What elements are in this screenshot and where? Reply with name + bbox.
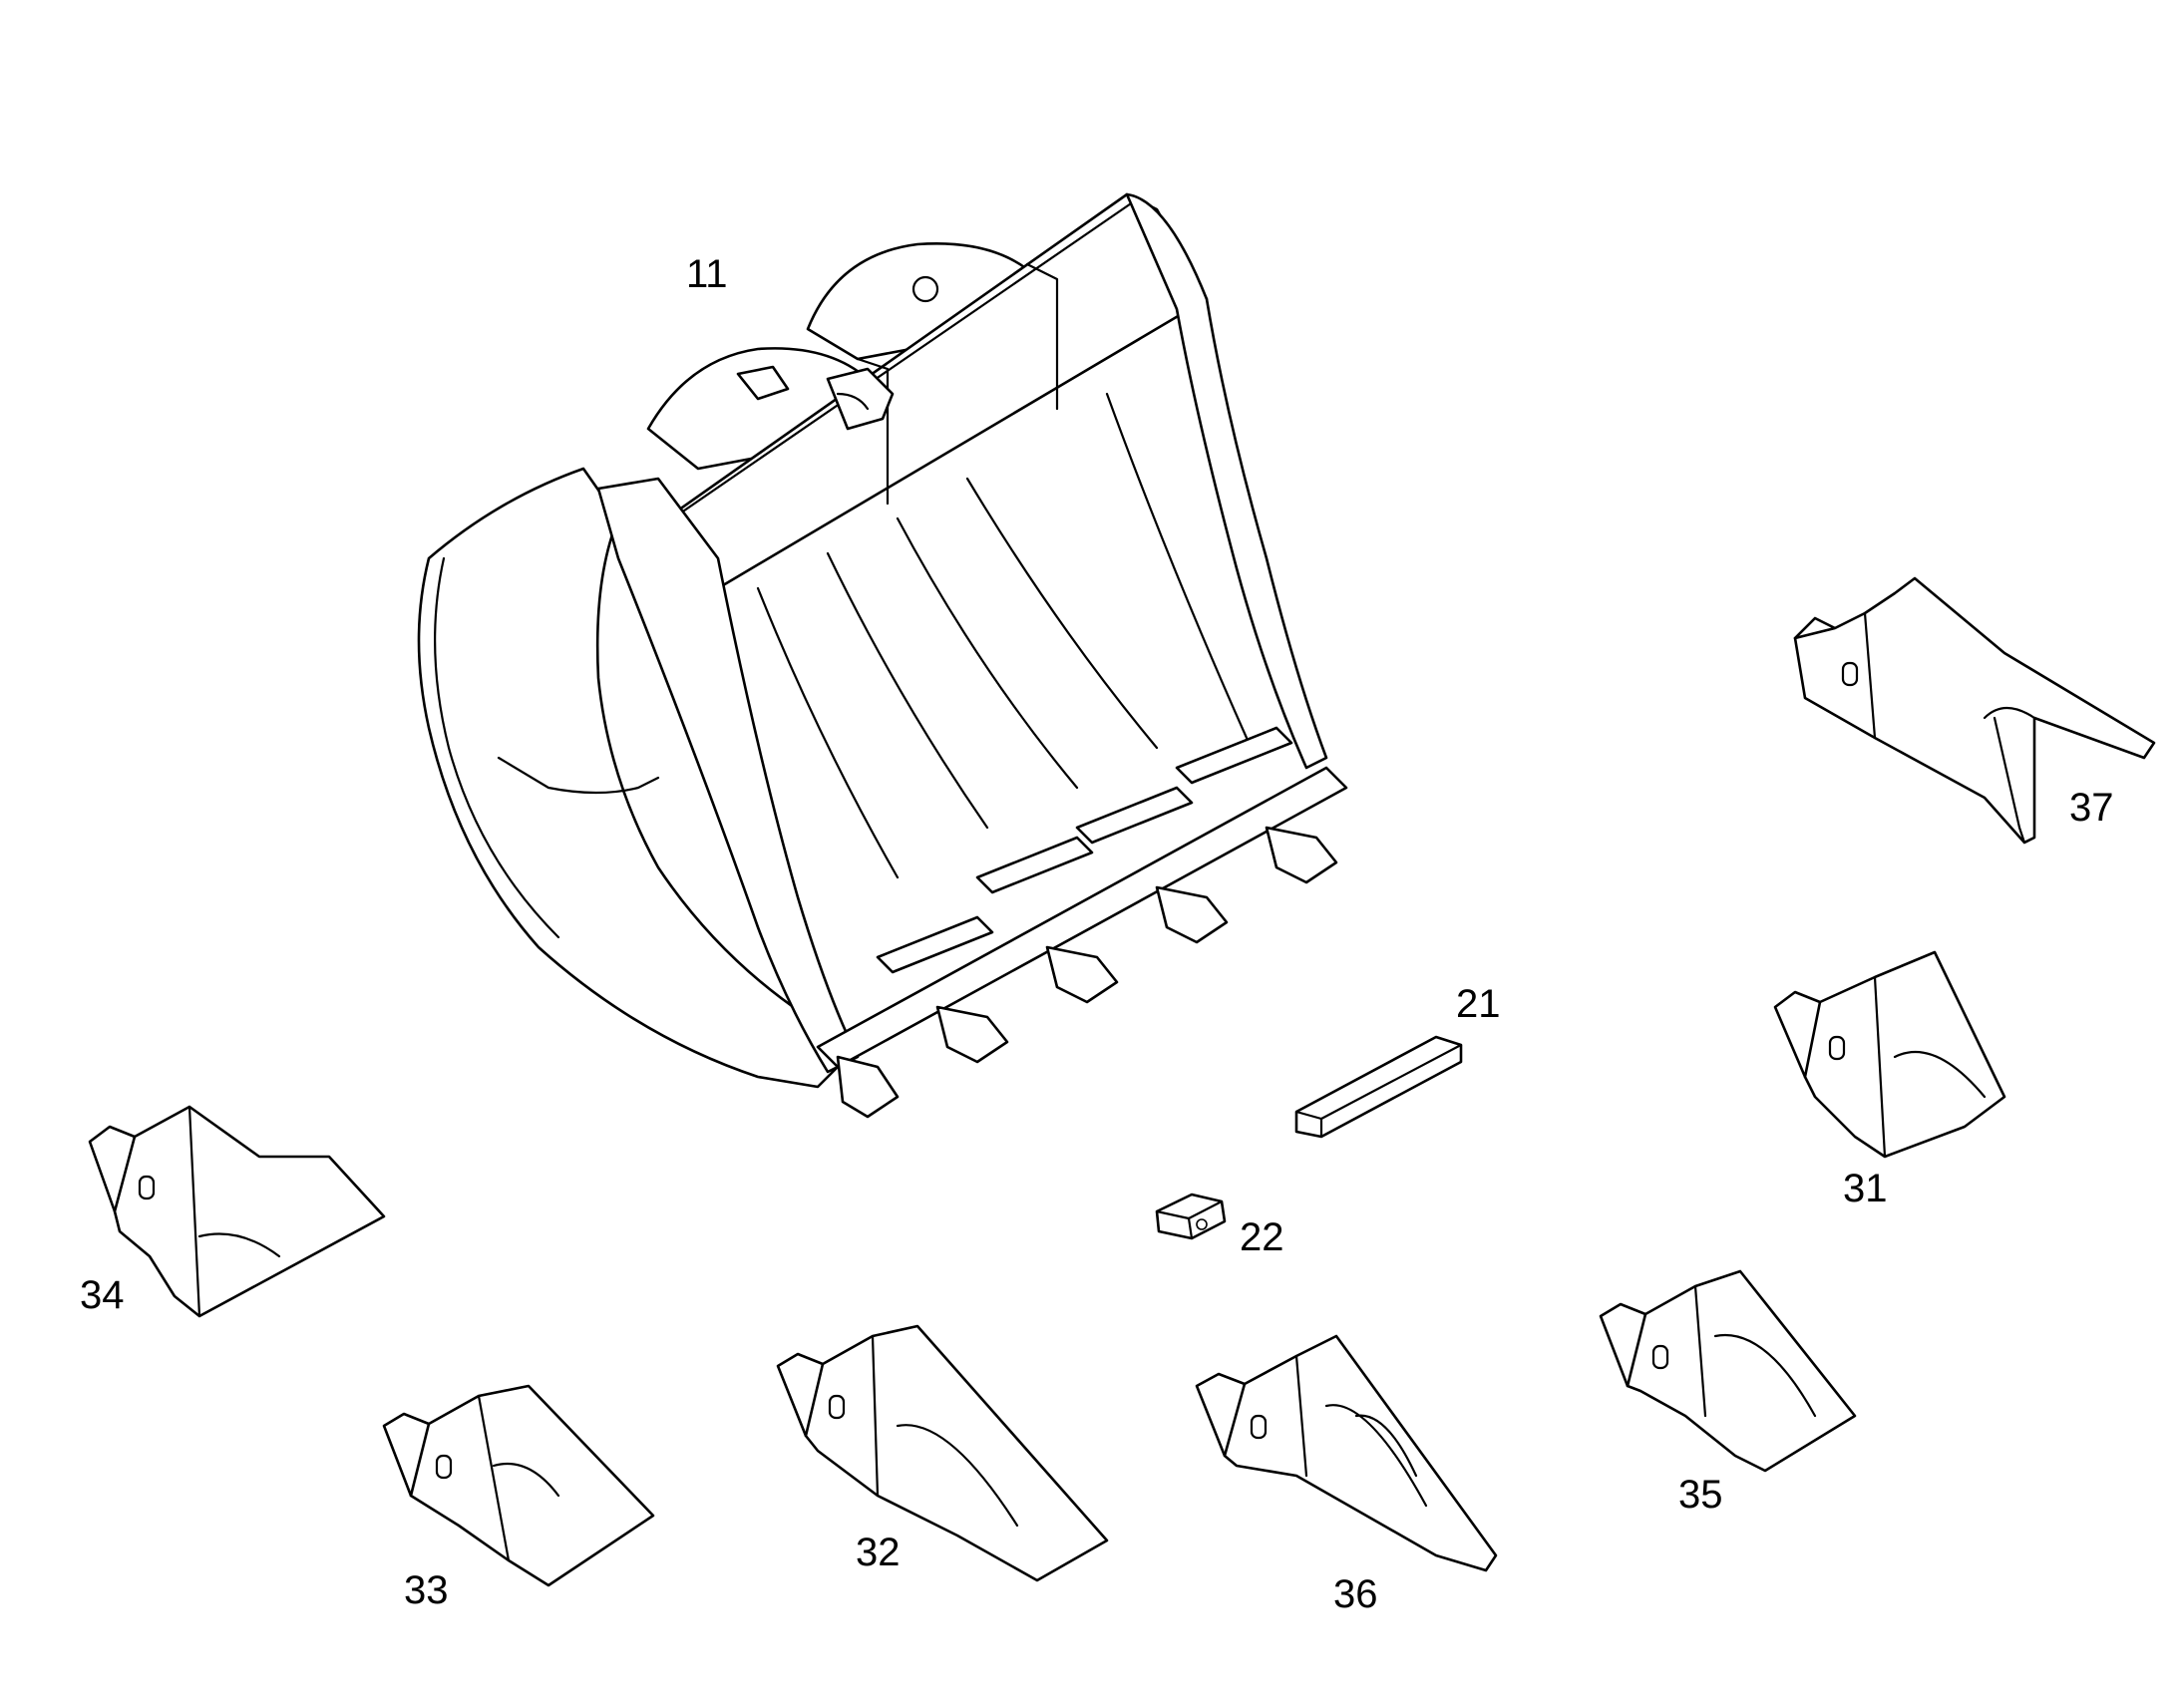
side-cutter-drawing — [1294, 1035, 1463, 1139]
callout-tooth-g: 37 — [2069, 786, 2114, 830]
callout-tooth-a: 31 — [1843, 1167, 1888, 1210]
tooth-c-drawing — [382, 1384, 655, 1587]
callout-tooth-e: 35 — [1678, 1473, 1723, 1517]
tooth-d-drawing — [88, 1105, 386, 1318]
callout-tooth-b: 32 — [856, 1531, 901, 1574]
tooth-e-drawing — [1599, 1269, 1857, 1473]
tooth-f-drawing — [1195, 1334, 1498, 1572]
callout-side-cutter: 21 — [1456, 982, 1501, 1026]
tooth-g-drawing — [1793, 576, 2156, 845]
callout-tooth-d: 34 — [80, 1273, 125, 1317]
callout-tooth-f: 36 — [1333, 1572, 1378, 1616]
tooth-b-drawing — [776, 1324, 1109, 1582]
tooth-a-drawing — [1773, 950, 2006, 1159]
callout-tooth-c: 33 — [404, 1568, 449, 1612]
callout-bucket: 11 — [686, 252, 728, 296]
callout-adapter: 22 — [1240, 1215, 1284, 1259]
bucket-drawing — [417, 192, 1348, 1119]
adapter-drawing — [1155, 1193, 1227, 1240]
